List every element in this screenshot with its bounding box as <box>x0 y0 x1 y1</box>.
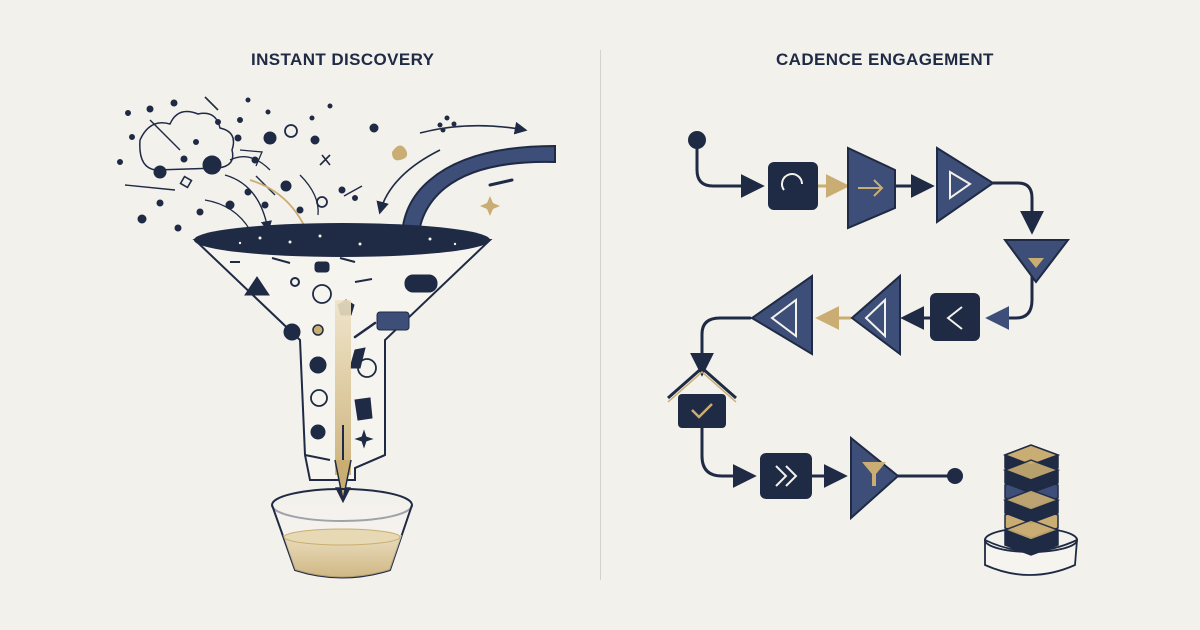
sparkle-icon <box>480 196 500 216</box>
play-triangle-icon <box>936 146 995 224</box>
beaker-icon <box>271 488 413 579</box>
start-node-icon <box>688 131 706 149</box>
home-check-icon <box>667 366 737 428</box>
panel-divider <box>600 50 601 580</box>
panel-title-left: INSTANT DISCOVERY <box>251 50 435 69</box>
reverse-triangle-icon <box>850 273 901 356</box>
funnel-small-icon <box>1003 239 1071 284</box>
panel-title-right: CADENCE ENGAGEMENT <box>776 50 994 69</box>
filter-triangle-icon <box>850 435 900 521</box>
stacked-tiles-icon <box>984 444 1079 576</box>
incoming-arrow-2 <box>376 149 441 215</box>
flow-path <box>690 138 1044 488</box>
gold-blob-icon <box>392 145 408 161</box>
reverse-triangle-large-icon <box>750 274 813 356</box>
arrow-right-icon <box>847 146 896 230</box>
end-node-icon <box>947 468 963 484</box>
particle-cloud-icon <box>117 96 457 233</box>
funnel-icon <box>192 223 493 504</box>
side-squiggle <box>488 178 514 187</box>
fast-forward-icon <box>760 453 812 499</box>
loop-icon <box>768 162 818 210</box>
incoming-arrow <box>419 121 528 135</box>
chevron-left-icon <box>930 293 980 341</box>
